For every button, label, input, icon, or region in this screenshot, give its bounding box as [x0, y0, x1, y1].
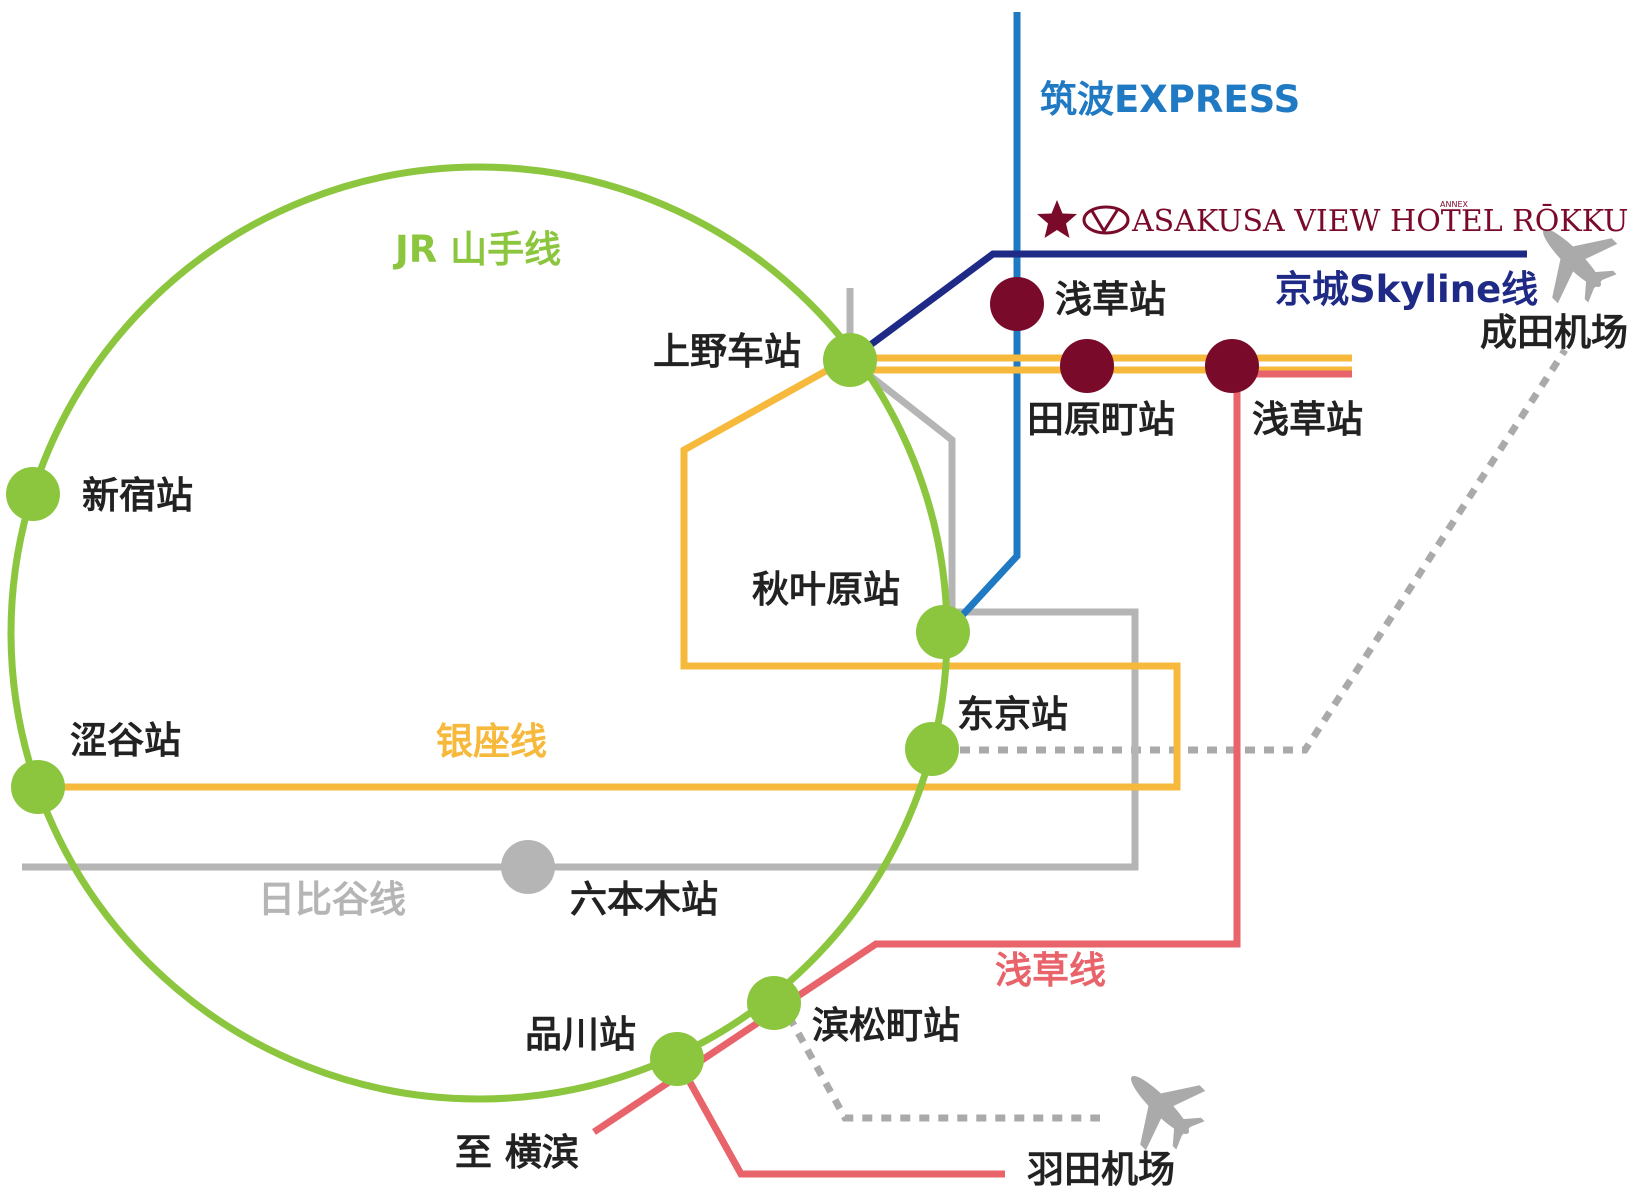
- asakusa-line: [592, 370, 1352, 1178]
- line-label-ginza: 银座线: [436, 720, 547, 763]
- hotel-logo-icon: [1082, 205, 1130, 235]
- station-label-ueno: 上野车站: [653, 330, 801, 373]
- tsukuba-express-line: [955, 12, 1021, 623]
- hotel-annex: ANNEX: [1440, 200, 1468, 209]
- airport-label-haneda: 羽田机场: [1027, 1148, 1175, 1191]
- station-hamamatsucho-marker[interactable]: [747, 976, 801, 1030]
- line-label-asakusa: 浅草线: [995, 949, 1106, 992]
- station-shibuya-marker[interactable]: [11, 760, 65, 814]
- station-roppongi-marker[interactable]: [501, 840, 555, 894]
- airport-access-lines: [776, 348, 1568, 1122]
- haneda-access-line: [776, 998, 1100, 1122]
- star-icon: [1037, 200, 1077, 238]
- station-label-roppongi: 六本木站: [570, 878, 718, 921]
- hotel-marker: ASAKUSA VIEW HOTEL RŌKKU ANNEX: [1037, 200, 1628, 239]
- line-label-keisei: 京城Skyline线: [1275, 268, 1538, 311]
- station-label-shinagawa: 品川站: [525, 1013, 636, 1056]
- station-akihabara-marker[interactable]: [916, 605, 970, 659]
- station-shinjuku-marker[interactable]: [6, 467, 60, 521]
- station-label-tawaramachi: 田原町站: [1027, 398, 1175, 441]
- keisei-skyliner-line: [847, 250, 1527, 363]
- hibiya-line: [22, 288, 1139, 871]
- station-tokyo-marker[interactable]: [905, 722, 959, 776]
- line-label-yamanote: JR 山手线: [392, 228, 561, 271]
- station-shinagawa-marker[interactable]: [650, 1032, 704, 1086]
- station-ueno-marker[interactable]: [823, 333, 877, 387]
- station-label-tokyo: 东京站: [957, 693, 1068, 736]
- station-markers: [6, 277, 1259, 1086]
- airplane-icon: [1131, 1076, 1206, 1151]
- station-tawaramachi-marker[interactable]: [1060, 339, 1114, 393]
- line-label-hibiya: 日比谷线: [258, 878, 406, 921]
- hotel-name: ASAKUSA VIEW HOTEL RŌKKU: [1131, 203, 1628, 239]
- station-label-shinjuku: 新宿站: [82, 474, 193, 517]
- station-asakusa-tx-marker[interactable]: [990, 277, 1044, 331]
- yamanote-line: [7, 163, 951, 1103]
- station-label-to-yokohama: 至 横滨: [455, 1131, 579, 1174]
- narita-access-line: [960, 348, 1568, 754]
- station-label-hamamatsucho: 滨松町站: [812, 1004, 960, 1047]
- station-label-shibuya: 涩谷站: [70, 719, 181, 762]
- station-label-asakusa-tx: 浅草站: [1055, 278, 1166, 321]
- station-asakusa-ginza-marker[interactable]: [1205, 339, 1259, 393]
- station-label-akihabara: 秋叶原站: [752, 568, 900, 611]
- station-label-asakusa-ginza: 浅草站: [1252, 398, 1363, 441]
- line-label-tsukuba: 筑波EXPRESS: [1040, 78, 1300, 121]
- airplane-icon: [1543, 229, 1618, 304]
- airport-label-narita: 成田机场: [1480, 311, 1628, 354]
